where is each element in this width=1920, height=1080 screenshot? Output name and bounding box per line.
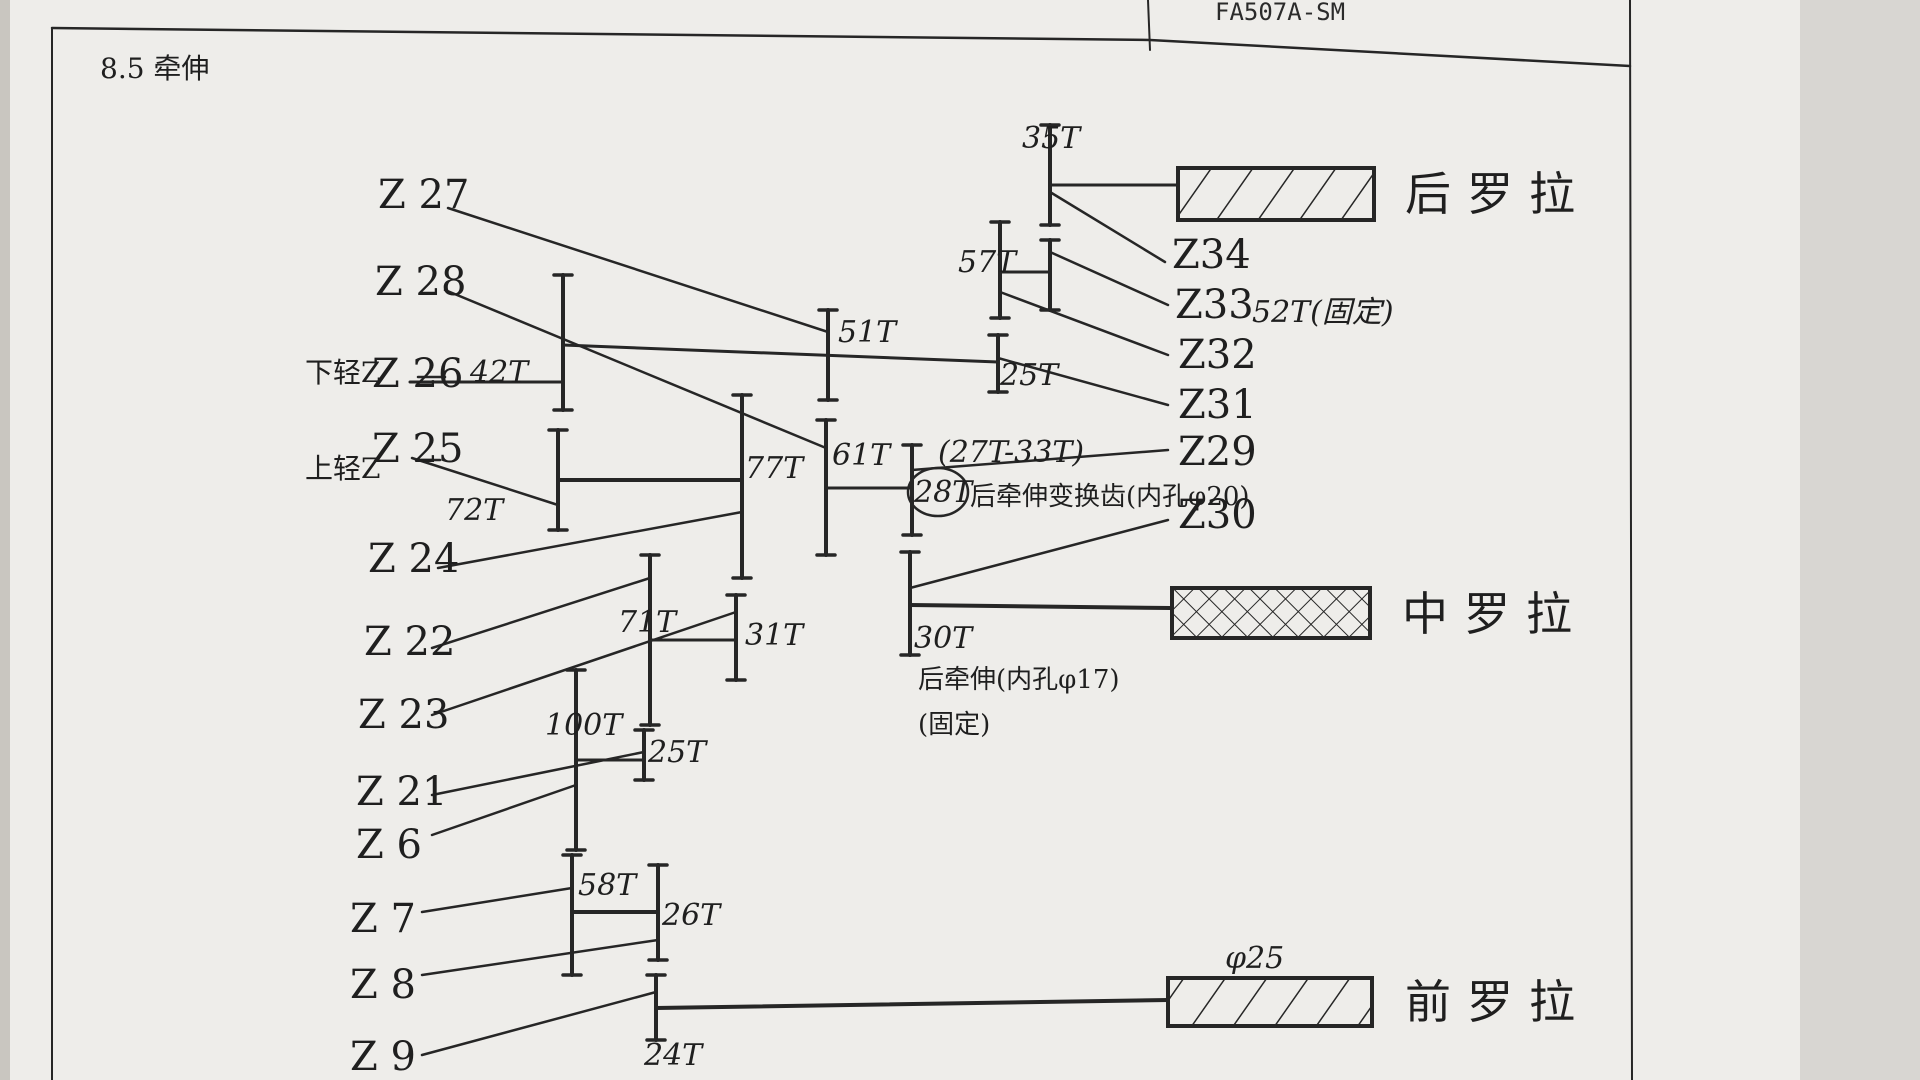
teeth-57t: 57T	[958, 245, 1018, 280]
label-z8: Z 8	[350, 962, 416, 1008]
leader-z23	[430, 610, 738, 717]
label-front-roller: 前罗拉	[1405, 975, 1591, 1029]
teeth-35t: 35T	[1022, 121, 1082, 156]
label-z23: Z 23	[358, 692, 449, 738]
shaft-ticks	[547, 123, 1061, 1042]
label-z25-side: 上轻Z	[305, 452, 380, 485]
leader-z27	[446, 206, 830, 334]
teeth-61t: 61T	[832, 438, 892, 473]
label-z26: Z 26	[372, 351, 463, 397]
leader-z34	[1048, 190, 1167, 264]
teeth-24t: 24T	[643, 1038, 704, 1073]
front-roller	[1166, 976, 1374, 1028]
horizontal-links	[408, 183, 1180, 1010]
middle-roller	[1170, 586, 1372, 640]
leader-z6	[430, 783, 578, 837]
leader-z28	[443, 288, 828, 450]
right-border	[1629, 0, 1633, 1080]
leader-z7	[420, 886, 574, 914]
link-24t-front-roller	[654, 998, 1170, 1010]
teeth-42t: 42T	[469, 355, 530, 390]
teeth-100t: 100T	[545, 708, 624, 743]
note-rear-change-gear: 后牵伸变换齿(内孔φ20)	[970, 482, 1250, 512]
section-title: 8.5 牵伸	[100, 52, 209, 85]
teeth-28t: 28T	[913, 475, 974, 510]
leader-z25	[410, 456, 560, 507]
leader-lines	[410, 190, 1170, 1057]
rear-roller	[1176, 166, 1376, 222]
leader-z30	[908, 518, 1170, 590]
leader-z31	[996, 356, 1170, 407]
label-z24: Z 24	[368, 536, 459, 582]
label-z28: Z 28	[375, 259, 466, 305]
label-z9: Z 9	[350, 1034, 416, 1080]
label-z29: Z29	[1178, 429, 1257, 475]
teeth-58t: 58T	[578, 868, 638, 903]
label-z34: Z34	[1172, 232, 1251, 278]
label-z6: Z 6	[356, 822, 422, 868]
doc-code: FA507A-SM	[1215, 0, 1345, 26]
label-z25: Z 25	[372, 426, 463, 472]
circle-28t	[906, 466, 970, 518]
leader-z21	[430, 750, 646, 797]
leader-z24	[436, 510, 744, 570]
label-z7: Z 7	[350, 896, 416, 942]
paper-sheet	[10, 0, 1800, 1080]
link-42t-25t	[561, 343, 1000, 364]
label-z21: Z 21	[356, 769, 447, 815]
label-middle-roller: 中罗拉	[1402, 587, 1588, 641]
teeth-31t: 31T	[745, 618, 805, 653]
note-phi25: φ25	[1225, 941, 1284, 976]
leader-z22	[430, 576, 652, 650]
label-rear-roller: 后罗拉	[1405, 167, 1591, 221]
teeth-25t-top: 25T	[999, 358, 1060, 393]
teeth-77t: 77T	[745, 451, 805, 486]
note-fixed: (固定)	[918, 710, 990, 740]
teeth-71t: 71T	[618, 605, 678, 640]
leader-z29	[910, 448, 1170, 472]
teeth-25t-low: 25T	[647, 735, 708, 770]
note-rear-draft: 后牵伸(内孔φ17)	[918, 665, 1120, 695]
page-edge	[1800, 0, 1920, 1080]
label-z33: Z33	[1175, 282, 1254, 328]
top-border	[50, 26, 1152, 42]
link-30t-middle-roller	[908, 603, 1172, 610]
teeth-51t: 51T	[838, 315, 898, 350]
leader-z32	[998, 290, 1170, 357]
label-z22: Z 22	[364, 619, 455, 665]
leader-z8	[420, 938, 660, 977]
label-z30: Z30	[1178, 492, 1257, 538]
label-z27: Z 27	[378, 172, 469, 218]
header-divider	[1147, 0, 1151, 51]
leader-z9	[420, 990, 658, 1057]
teeth-30t: 30T	[914, 621, 974, 656]
teeth-27t-33t: (27T-33T)	[938, 435, 1084, 470]
leader-z33	[1048, 250, 1170, 307]
label-z32: Z32	[1178, 332, 1257, 378]
top-border-right	[1148, 38, 1632, 68]
teeth-26t: 26T	[661, 898, 722, 933]
label-z31: Z31	[1178, 382, 1257, 428]
label-z26-side: 下轻Z	[305, 356, 380, 389]
teeth-52t-fixed: 52T(固定)	[1252, 295, 1394, 330]
teeth-72t: 72T	[445, 493, 505, 528]
